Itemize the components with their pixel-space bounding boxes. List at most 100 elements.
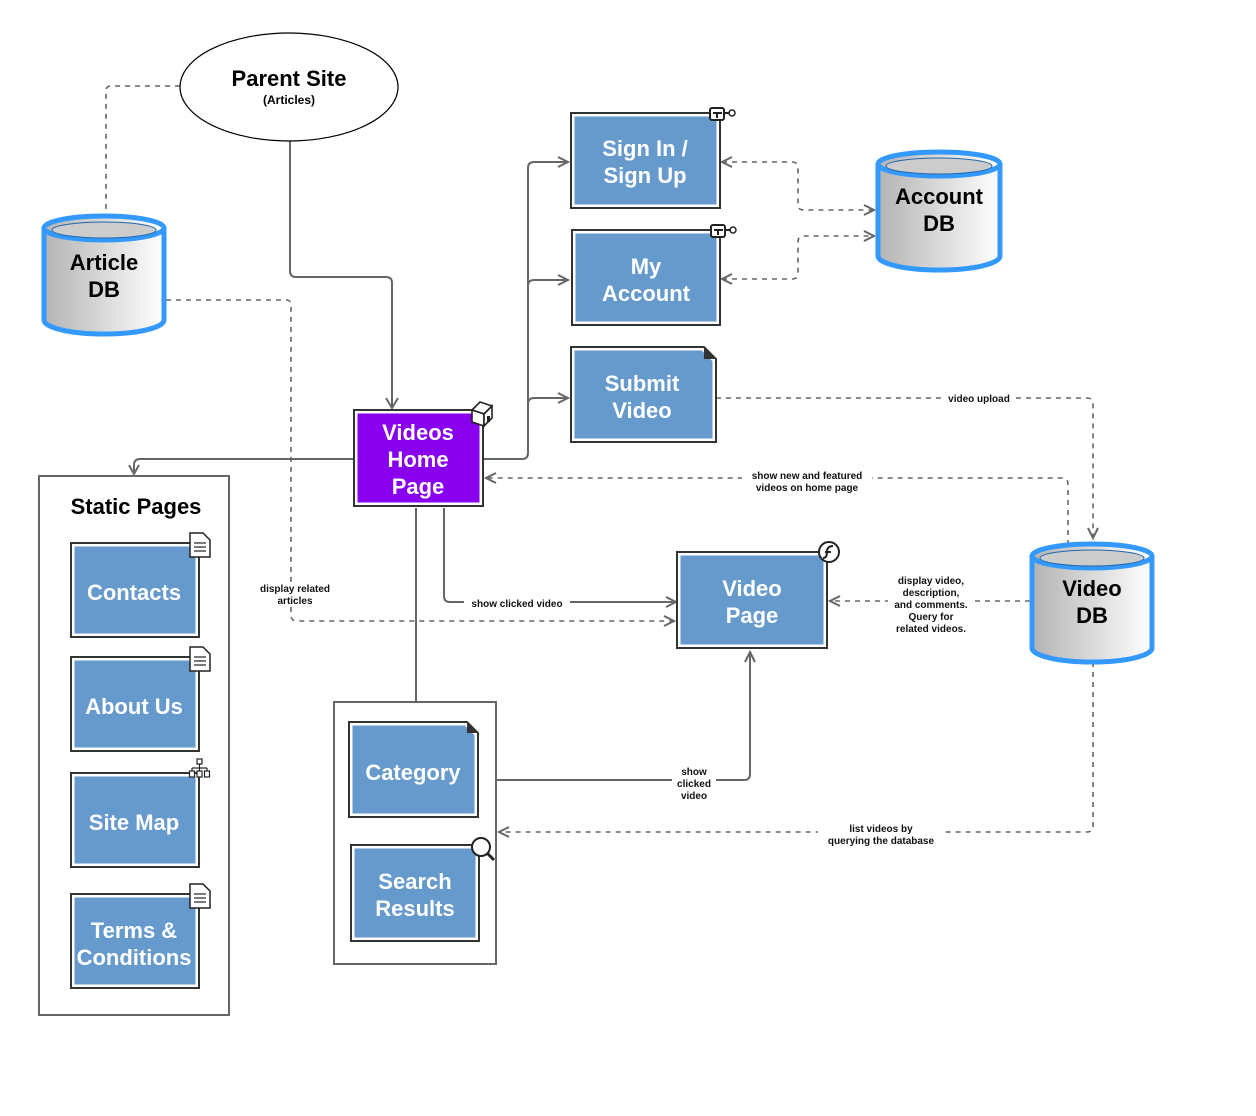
arrow-head — [827, 595, 841, 607]
video-db-line2: DB — [1076, 603, 1108, 628]
label-display-related-2: articles — [277, 596, 312, 607]
arrow-head — [385, 397, 399, 410]
edge-myaccount-accountdb — [722, 235, 874, 280]
label-show-new-1: show new and featured — [752, 471, 863, 482]
my-account-line2: Account — [602, 281, 691, 306]
label-display-video-1: display video, — [898, 576, 964, 587]
arrow-head — [863, 204, 877, 216]
about-us-page[interactable]: About Us — [70, 646, 211, 752]
arrow-head — [557, 156, 571, 168]
article-db-line2: DB — [88, 277, 120, 302]
edges — [105, 85, 1099, 838]
submit-video-page[interactable]: Submit Video — [570, 346, 717, 443]
document-icon — [189, 532, 211, 558]
document-icon — [189, 646, 211, 672]
label-list-videos-2: querying the database — [828, 836, 935, 847]
sign-in-page[interactable]: Sign In / Sign Up — [570, 107, 736, 209]
search-line2: Results — [375, 896, 454, 921]
label-display-video-3: and comments. — [894, 600, 968, 611]
video-db[interactable]: Video DB — [1029, 541, 1155, 665]
arrow-head — [863, 230, 877, 242]
arrow-head — [557, 274, 571, 286]
video-page-line2: Page — [726, 603, 779, 628]
parent-site-title: Parent Site — [232, 66, 347, 91]
site-map-label: Site Map — [89, 810, 179, 835]
edge-labels: video upload show new and featured video… — [254, 392, 1015, 847]
submit-video-line1: Submit — [605, 371, 680, 396]
article-db[interactable]: Article DB — [41, 213, 167, 337]
arrow-head — [1087, 527, 1099, 541]
sign-in-line2: Sign Up — [603, 163, 686, 188]
edge-home-to-videopage — [443, 508, 676, 603]
arrow-head — [663, 615, 677, 627]
terms-line2: Conditions — [77, 945, 192, 970]
my-account-page[interactable]: My Account — [571, 224, 737, 326]
search-results-page[interactable]: Search Results — [350, 837, 496, 942]
document-icon — [189, 883, 211, 909]
edge-home-to-submit — [527, 397, 568, 405]
folded-corner-icon — [704, 347, 716, 359]
edge-home-to-myaccount — [527, 279, 568, 287]
label-cat-clicked-2: clicked — [677, 779, 711, 790]
edge-videodb-to-home — [486, 477, 1069, 545]
arrow-head — [719, 156, 733, 168]
arrow-head — [719, 273, 733, 285]
label-display-video-4: Query for — [908, 612, 953, 623]
static-pages-title: Static Pages — [71, 494, 202, 519]
video-page[interactable]: Video Page — [676, 541, 840, 649]
label-list-videos-1: list videos by — [849, 824, 913, 835]
flash-icon — [818, 541, 840, 563]
search-line1: Search — [378, 869, 451, 894]
home-line3: Page — [392, 474, 445, 499]
edge-home-to-signin — [484, 161, 568, 460]
category-page[interactable]: Category — [348, 721, 479, 818]
category-label: Category — [365, 760, 461, 785]
contacts-page[interactable]: Contacts — [70, 532, 211, 638]
submit-video-line2: Video — [612, 398, 672, 423]
site-map-page[interactable]: Site Map — [70, 758, 211, 868]
contacts-label: Contacts — [87, 580, 181, 605]
arrow-head — [128, 464, 140, 477]
video-page-line1: Video — [722, 576, 782, 601]
terms-page[interactable]: Terms & Conditions — [70, 883, 211, 989]
edge-home-to-static — [133, 458, 354, 474]
arrow-head — [744, 649, 756, 663]
magnifier-icon — [471, 837, 496, 862]
account-db-line2: DB — [923, 211, 955, 236]
arrow-head — [496, 826, 510, 838]
videos-home-page[interactable]: Videos Home Page — [353, 401, 494, 507]
parent-site-subtitle: (Articles) — [263, 93, 315, 107]
home-line2: Home — [387, 447, 448, 472]
label-show-clicked: show clicked video — [471, 599, 562, 610]
key-icon — [709, 107, 736, 121]
edge-videodb-to-listing — [499, 662, 1094, 833]
account-db-line1: Account — [895, 184, 984, 209]
edge-parent-to-articledb — [105, 85, 180, 214]
label-display-video-5: related videos. — [896, 624, 966, 635]
arrow-head — [483, 472, 497, 484]
label-display-related-1: display related — [260, 584, 330, 595]
video-db-line1: Video — [1062, 576, 1122, 601]
edge-category-to-videopage — [496, 652, 751, 781]
about-us-label: About Us — [85, 694, 183, 719]
edge-parent-to-home — [289, 141, 393, 408]
parent-site-node[interactable]: Parent Site (Articles) — [179, 32, 399, 142]
home-icon — [470, 401, 494, 428]
folded-corner-icon — [467, 722, 478, 733]
home-line1: Videos — [382, 420, 454, 445]
sitemap-icon — [188, 758, 211, 778]
label-video-upload: video upload — [948, 394, 1010, 405]
key-icon — [710, 224, 737, 238]
terms-line1: Terms & — [91, 918, 178, 943]
label-display-video-2: description, — [903, 588, 960, 599]
edge-submit-to-videodb — [716, 397, 1094, 538]
account-db[interactable]: Account DB — [875, 149, 1003, 273]
label-cat-clicked-1: show — [681, 767, 707, 778]
my-account-line1: My — [631, 254, 662, 279]
label-cat-clicked-3: video — [681, 791, 707, 802]
arrow-head — [557, 392, 571, 404]
label-show-new-2: videos on home page — [756, 483, 859, 494]
edge-signin-accountdb — [722, 161, 874, 211]
article-db-line1: Article — [70, 250, 138, 275]
